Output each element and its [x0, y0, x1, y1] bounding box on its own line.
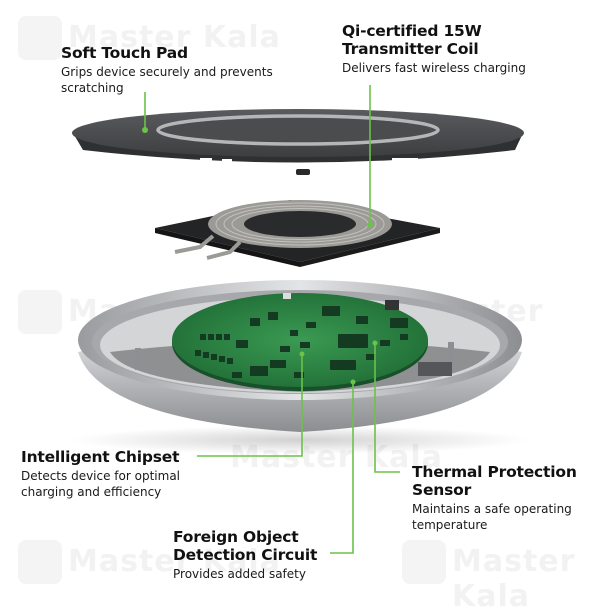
exploded-illustration	[70, 85, 530, 554]
watermark-logo	[18, 16, 62, 60]
callout-title: Qi-certified 15W Transmitter Coil	[342, 22, 482, 58]
base-housing-part	[70, 280, 530, 454]
watermark-logo	[18, 540, 62, 584]
callout-description: Provides added safety	[173, 567, 306, 581]
leader-dots	[142, 127, 378, 385]
callout-description: Grips device securely and prevents scrat…	[61, 65, 273, 95]
callout-title: Intelligent Chipset	[21, 448, 180, 466]
callout-title: Foreign Object Detection Circuit	[173, 528, 318, 564]
callout-description: Maintains a safe operating temperature	[412, 502, 572, 532]
callout-description: Delivers fast wireless charging	[342, 61, 526, 75]
transmitter-coil-part	[155, 200, 440, 267]
callout-intelligent-chipset: Intelligent Chipset Detects device for o…	[21, 448, 180, 500]
callout-thermal-sensor: Thermal Protection Sensor Maintains a sa…	[412, 463, 577, 533]
callout-description: Detects device for optimal charging and …	[21, 469, 180, 499]
watermark-text: Master Kala	[68, 544, 281, 579]
watermark-text: Master Kala	[68, 20, 281, 55]
exploded-diagram: Master Kala Master Kala Master Kala Mast…	[18, 16, 577, 614]
callout-title: Soft Touch Pad	[61, 44, 188, 62]
callout-title: Thermal Protection Sensor	[412, 463, 577, 499]
callout-foreign-object: Foreign Object Detection Circuit Provide…	[173, 528, 317, 582]
leader-lines	[144, 85, 400, 554]
soft-touch-pad-part	[72, 109, 524, 175]
watermark-logo	[402, 540, 446, 584]
callout-transmitter-coil: Qi-certified 15W Transmitter Coil Delive…	[342, 22, 526, 76]
watermark-logo	[18, 290, 62, 334]
callout-soft-touch-pad: Soft Touch Pad Grips device securely and…	[61, 44, 273, 96]
